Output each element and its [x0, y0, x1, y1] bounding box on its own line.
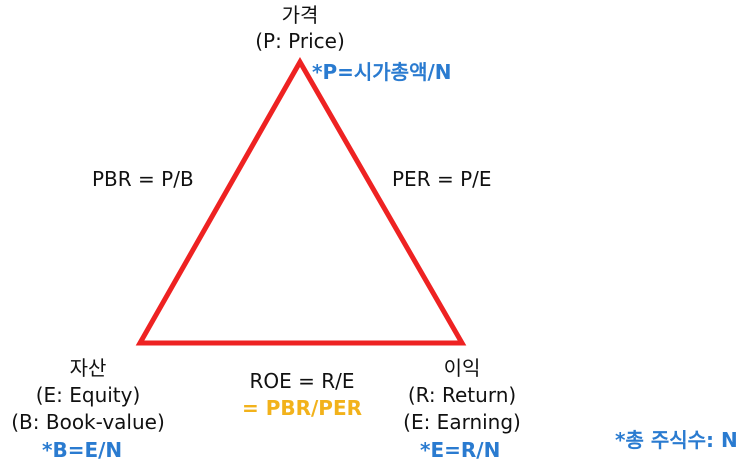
per-formula: PER = P/E [392, 167, 492, 191]
equity-note: *B=E/N [42, 438, 123, 462]
return-line1: (R: Return) [407, 383, 517, 407]
valuation-triangle [135, 56, 467, 346]
price-subtitle: (P: Price) [255, 29, 345, 53]
roe-equivalence: = PBR/PER [241, 396, 363, 420]
return-note: *E=R/N [420, 438, 501, 462]
equity-line2: (B: Book-value) [11, 410, 165, 434]
equity-line1: (E: Equity) [35, 383, 141, 407]
price-title: 가격 [281, 3, 319, 27]
price-note: *P=시가총액/N [312, 60, 452, 84]
pbr-formula: PBR = P/B [92, 167, 194, 191]
roe-formula: ROE = R/E [249, 369, 355, 393]
equity-title: 자산 [69, 356, 107, 380]
share-count-note: *총 주식수: N [615, 428, 738, 452]
return-title: 이익 [443, 356, 481, 380]
return-line2: (E: Earning) [403, 410, 521, 434]
